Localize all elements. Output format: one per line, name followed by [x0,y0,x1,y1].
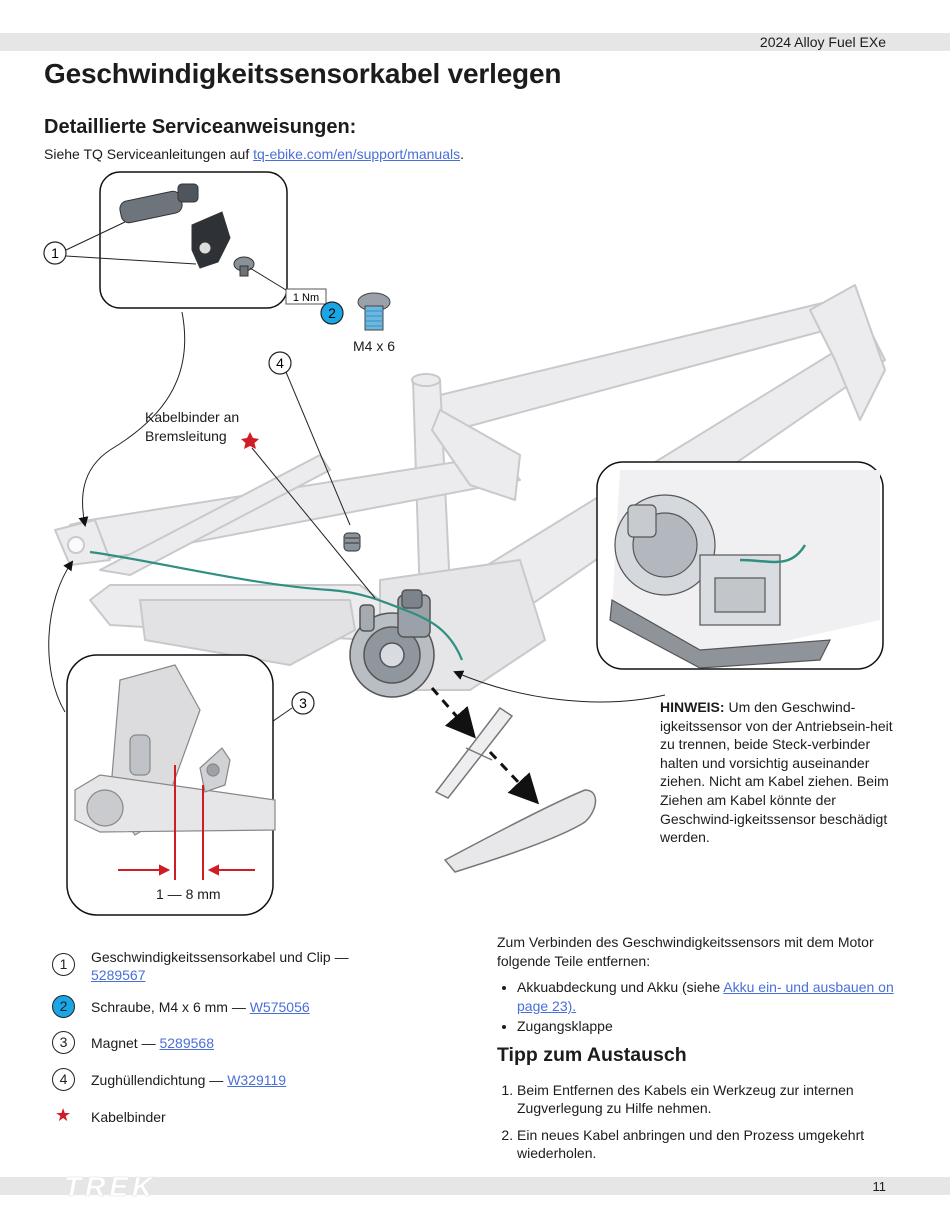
part-description: Zughüllendichtung — [91,1072,224,1088]
bike-frame-diagram: 1 Nm 1 2 4 3 [43,171,886,916]
tip-step: Ein neues Kabel anbringen und den Prozes… [517,1126,907,1163]
gap-measurement [118,765,255,880]
motor-unit [349,589,435,698]
part-item: ★ Kabelbinder [52,1105,472,1132]
part-description: Magnet — [91,1035,156,1051]
part-item: 2 Schraube, M4 x 6 mm — W575056 [52,995,472,1034]
cable-tie-star-icon [241,432,259,449]
star-icon: ★ [55,1105,72,1125]
callout-2 [320,301,344,325]
callout-4 [268,351,292,375]
part-number-badge: 3 [52,1031,75,1054]
torque-label: 1 Nm [293,292,319,304]
page-number: 11 [872,1179,887,1194]
part-description: Kabelbinder [91,1109,166,1125]
page-title: Geschwindigkeitssensorkabel verlegen [44,58,562,89]
reference-prefix: Siehe TQ Serviceanleitungen auf [44,146,254,162]
manuals-link[interactable]: tq-ebike.com/en/support/manuals [253,146,461,162]
callout-2-text: 2 [328,305,336,321]
tip-steps: Beim Entfernen des Kabels ein Werkzeug z… [497,1081,907,1163]
cable-tie-label-line2: Bremsleitung [145,428,227,444]
battery-page-link[interactable]: Akku ein- und ausbauen on page 23). [517,979,894,1014]
battery-cover [443,789,597,873]
part-description: Geschwindigkeitssensorkabel und Clip — [91,949,349,965]
note-label: HINWEIS: [660,699,725,715]
hinweis-note: HINWEIS: Um den Geschwind-igkeitssensor … [660,698,900,847]
removal-item: Zugangsklappe [517,1017,907,1036]
callout-1 [43,241,67,265]
callout-3-text: 3 [299,695,307,711]
right-column: Zum Verbinden des Geschwindigkeitssensor… [497,933,907,1171]
parts-list: 1 Geschwindigkeitssensorkabel und Clip —… [52,948,472,1132]
cable-tie-label-line1: Kabelbinder an [145,409,240,425]
reference-suffix: . [460,146,464,162]
gap-label: 1 — 8 mm [156,886,221,902]
callout-3 [291,691,315,715]
speed-sensor-cable [89,550,464,661]
document-title: 2024 Alloy Fuel EXe [759,34,886,50]
sensor-connector [119,183,255,277]
part-code-link[interactable]: W575056 [249,999,310,1015]
header-band [0,33,950,51]
reference-line: Siehe TQ Serviceanleitungen auf tq-ebike… [44,146,464,162]
part-code-link[interactable]: 5289567 [91,967,146,983]
removal-item-text: Akkuabdeckung und Akku (siehe [517,979,724,996]
part-number-badge: 2 [52,995,75,1018]
screw-spec-label: M4 x 6 [353,338,396,354]
callout-4-text: 4 [276,355,284,371]
callout-1-text: 1 [51,245,59,261]
part-number-badge: 4 [52,1068,75,1091]
tip-step: Beim Entfernen des Kabels ein Werkzeug z… [517,1081,907,1118]
screw-icon [357,292,391,331]
access-door [434,706,514,799]
part-item: 4 Zughüllendichtung — W329119 [52,1068,472,1108]
part-code-link[interactable]: W329119 [227,1072,287,1088]
removal-list: Akkuabdeckung und Akku (siehe Akku ein- … [497,978,907,1036]
connect-intro: Zum Verbinden des Geschwindigkeitssensor… [497,934,874,969]
tip-heading: Tipp zum Austausch [497,1043,687,1066]
footer-band [0,1177,950,1195]
svg-text:TREK: TREK [64,1174,156,1200]
part-code-link[interactable]: 5289568 [159,1035,214,1051]
part-item: 3 Magnet — 5289568 [52,1031,472,1071]
removal-item: Akkuabdeckung und Akku (siehe Akku ein- … [517,978,907,1015]
part-number-badge: 1 [52,953,75,976]
section-subtitle: Detaillierte Serviceanweisungen: [44,116,357,138]
part-item: 1 Geschwindigkeitssensorkabel und Clip —… [52,948,472,998]
trek-logo: TREK [64,1174,156,1200]
part-description: Schraube, M4 x 6 mm — [91,999,246,1015]
torque-box [285,288,327,305]
note-text: Um den Geschwind-igkeitssensor von der A… [660,699,893,846]
cable-seal [343,532,361,552]
motor-detail [609,470,880,669]
